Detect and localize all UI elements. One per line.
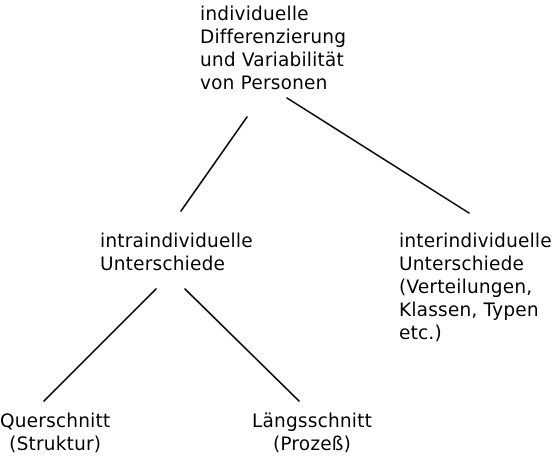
node-longitudinal: Längsschnitt (Prozeß) <box>252 410 372 456</box>
node-interindividual: interindividuelle Unterschiede (Verteilu… <box>399 230 552 345</box>
node-root-line: von Personen <box>200 73 328 94</box>
node-laengs-line: (Prozeß) <box>272 434 352 455</box>
node-intraindividual: intraindividuelle Unterschiede <box>100 230 253 276</box>
node-quer-line: Querschnitt <box>0 411 111 432</box>
node-cross-section: Querschnitt (Struktur) <box>0 410 110 456</box>
node-root-line: Differenzierung <box>200 27 347 48</box>
node-inter-line: interindividuelle <box>399 231 552 252</box>
edge-intra-quer <box>43 288 157 402</box>
node-intra-line: intraindividuelle <box>100 231 253 252</box>
node-intra-line: Unterschiede <box>100 254 226 275</box>
edge-root-intra <box>180 116 248 212</box>
edge-intra-laengs <box>184 288 300 402</box>
node-quer-line: (Struktur) <box>9 434 102 455</box>
node-inter-line: etc.) <box>399 323 442 344</box>
edge-root-inter <box>286 97 470 214</box>
node-root-line: und Variabilität <box>200 50 344 71</box>
node-root-line: individuelle <box>200 4 309 25</box>
node-root: individuelle Differenzierung und Variabi… <box>200 3 346 95</box>
node-laengs-line: Längsschnitt <box>252 411 373 432</box>
node-inter-line: Klassen, Typen <box>399 300 539 321</box>
node-inter-line: Unterschiede <box>399 254 525 275</box>
node-inter-line: (Verteilungen, <box>399 277 533 298</box>
